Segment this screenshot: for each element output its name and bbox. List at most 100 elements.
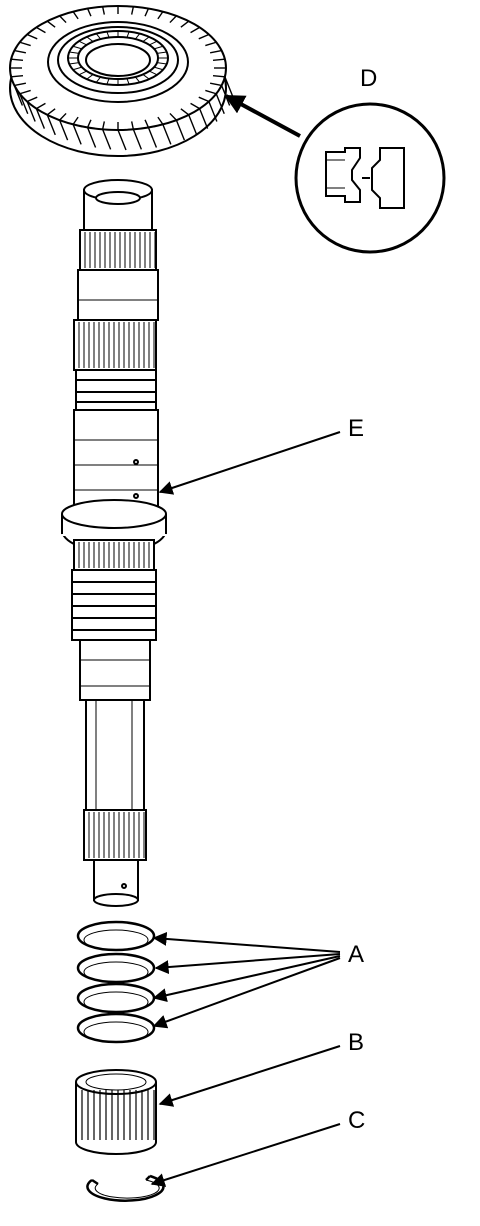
hatch-line [188, 114, 198, 136]
hatch-line [156, 51, 167, 54]
hatch-line [78, 70, 87, 76]
hatch-line [153, 45, 164, 50]
callout-label-c: C [348, 1107, 365, 1134]
hatch-line [190, 26, 200, 34]
hatch-line [205, 89, 217, 95]
hatch-line [78, 40, 87, 46]
snap-rings [76, 920, 156, 1044]
hatch-line [11, 58, 24, 62]
hatch-line [19, 93, 29, 115]
hatch-line [209, 82, 222, 87]
hatch-line [86, 74, 94, 80]
callout-label-a: A [348, 941, 364, 968]
helical-gear [9, 5, 234, 157]
hatch-line [144, 8, 150, 17]
hatch-line [19, 41, 31, 47]
callout-leaders [150, 431, 341, 1187]
hatch-line [198, 33, 210, 40]
detail-d-circle [294, 102, 446, 254]
hatch-line [142, 36, 150, 42]
hatch-line [14, 82, 27, 87]
needle-bearing [75, 1069, 157, 1155]
hatch-line [72, 116, 79, 125]
hatch-line [198, 96, 210, 103]
callout-label-d: D [360, 65, 377, 92]
hatch-line [36, 102, 46, 110]
hatch-line [59, 15, 67, 24]
leader-a-2 [154, 953, 341, 975]
hatch-line [156, 62, 167, 65]
hatch-line [205, 41, 217, 47]
leader-a-4 [152, 957, 341, 1029]
hatch-line [190, 102, 200, 110]
detail-d-arrow [224, 94, 301, 138]
hatch-line [69, 62, 80, 65]
hatch-line [36, 26, 46, 34]
hatch-line [72, 124, 82, 145]
hatch-line [130, 6, 135, 15]
callout-label-e: E [348, 415, 364, 442]
hatch-line [46, 114, 56, 136]
hatch-line [215, 93, 225, 115]
hatch-line [134, 33, 141, 40]
hatch-line [106, 78, 110, 85]
hatch-line [106, 31, 110, 38]
hatch-line [130, 121, 135, 130]
hatch-line [208, 101, 218, 122]
leader-a-3 [152, 955, 341, 1003]
hatch-line [86, 8, 92, 17]
hatch-line [14, 49, 27, 54]
hatch-line [153, 66, 164, 71]
hatch-line [86, 36, 94, 42]
hatch-line [180, 20, 190, 28]
hatch-line [19, 89, 31, 95]
hatch-line [144, 119, 150, 128]
hatch-line [209, 49, 222, 54]
hatch-line [59, 112, 67, 121]
hatch-line [132, 129, 143, 150]
hatch-line [198, 108, 209, 129]
hatch-line [101, 121, 106, 130]
hatch-line [162, 124, 172, 145]
hatch-line [35, 108, 46, 129]
hatch-line [26, 33, 38, 40]
hatch-line [95, 76, 102, 83]
callout-label-b: B [348, 1029, 364, 1056]
hatch-line [101, 129, 112, 150]
leader-c [150, 1123, 341, 1187]
hatch-line [95, 33, 102, 40]
hatch-line [72, 45, 83, 50]
hatch-line [157, 116, 164, 125]
hatch-line [169, 15, 177, 24]
hatch-line [46, 20, 56, 28]
hatch-line [134, 76, 141, 83]
hatch-line [126, 31, 130, 38]
hatch-line [169, 112, 177, 121]
leader-e [158, 431, 341, 495]
hatch-line [86, 119, 92, 128]
leader-a-1 [152, 931, 341, 953]
leader-b [158, 1045, 341, 1107]
hatch-line [26, 101, 36, 122]
hatch-line [46, 108, 56, 116]
hatch-line [101, 6, 106, 15]
circlip [86, 1174, 165, 1202]
hatch-line [11, 74, 24, 78]
hatch-line [149, 70, 158, 76]
hatch-line [175, 119, 186, 141]
hatch-line [149, 40, 158, 46]
hatch-line [180, 108, 190, 116]
hatch-line [86, 127, 97, 148]
hatch-line [26, 96, 38, 103]
hatch-line [224, 76, 234, 98]
hatch-line [142, 74, 150, 80]
hatch-line [69, 51, 80, 54]
mainshaft [61, 179, 167, 907]
hatch-line [212, 58, 225, 62]
hatch-line [157, 11, 164, 20]
hatch-line [117, 129, 127, 151]
hatch-line [147, 127, 158, 148]
hatch-line [58, 119, 69, 141]
hatch-line [126, 78, 130, 85]
